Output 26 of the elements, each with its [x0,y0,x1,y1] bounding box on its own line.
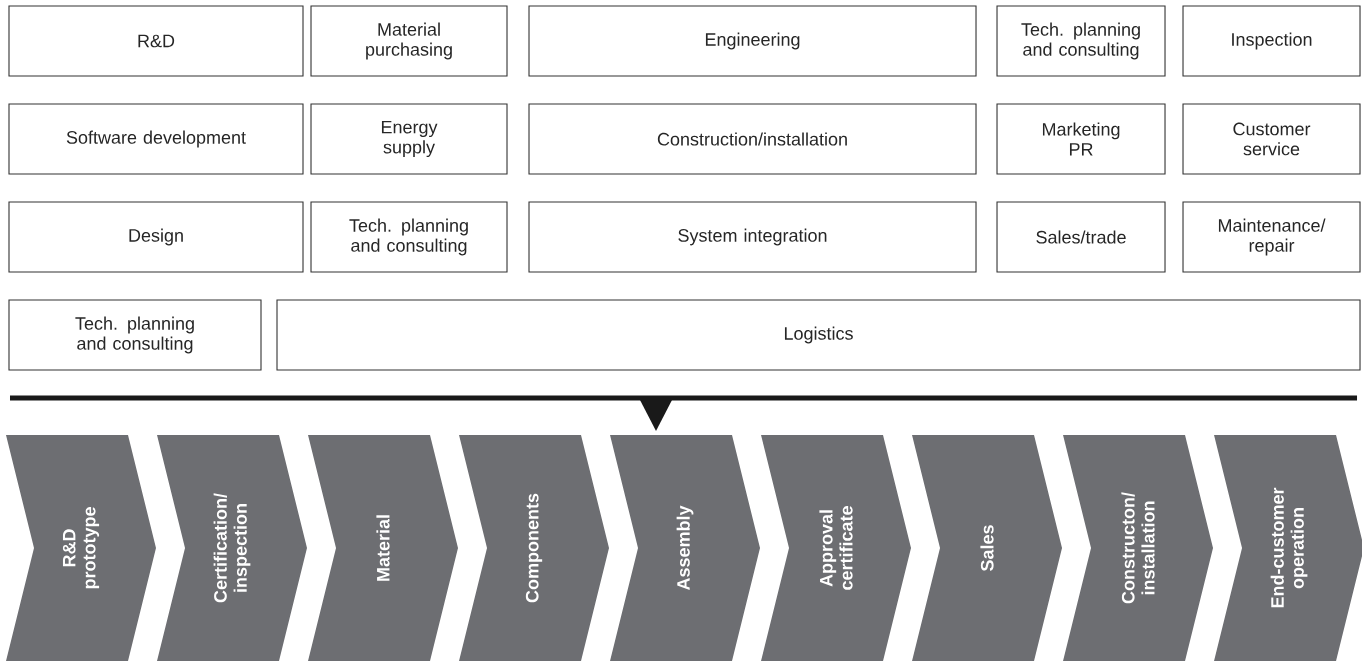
process-step: End-customer operation [1214,435,1362,661]
process-step: Approval certificate [761,435,911,661]
process-step: Certification/ inspection [157,435,307,661]
process-step: Sales [912,435,1062,661]
process-step: Material [308,435,458,661]
process-box: Marketing PR [996,103,1166,175]
process-box: Customer service [1182,103,1361,175]
process-box: System integration [528,201,977,273]
process-box: Design [8,201,304,273]
process-box: Energy supply [310,103,508,175]
process-box: Tech. planning and consulting [8,299,262,371]
process-box: Construction/installation [528,103,977,175]
process-box: R&D [8,5,304,77]
process-box: Logistics [276,299,1361,371]
process-box: Sales/trade [996,201,1166,273]
process-box: Maintenance/ repair [1182,201,1361,273]
process-box: Tech. planning and consulting [996,5,1166,77]
process-box: Engineering [528,5,977,77]
process-box: Tech. planning and consulting [310,201,508,273]
process-box: Inspection [1182,5,1361,77]
process-step: R&D prototype [6,435,156,661]
process-box: Software development [8,103,304,175]
process-box: Material purchasing [310,5,508,77]
process-step: Assembly [610,435,760,661]
process-step: Constructon/ installation [1063,435,1213,661]
process-step: Components [459,435,609,661]
